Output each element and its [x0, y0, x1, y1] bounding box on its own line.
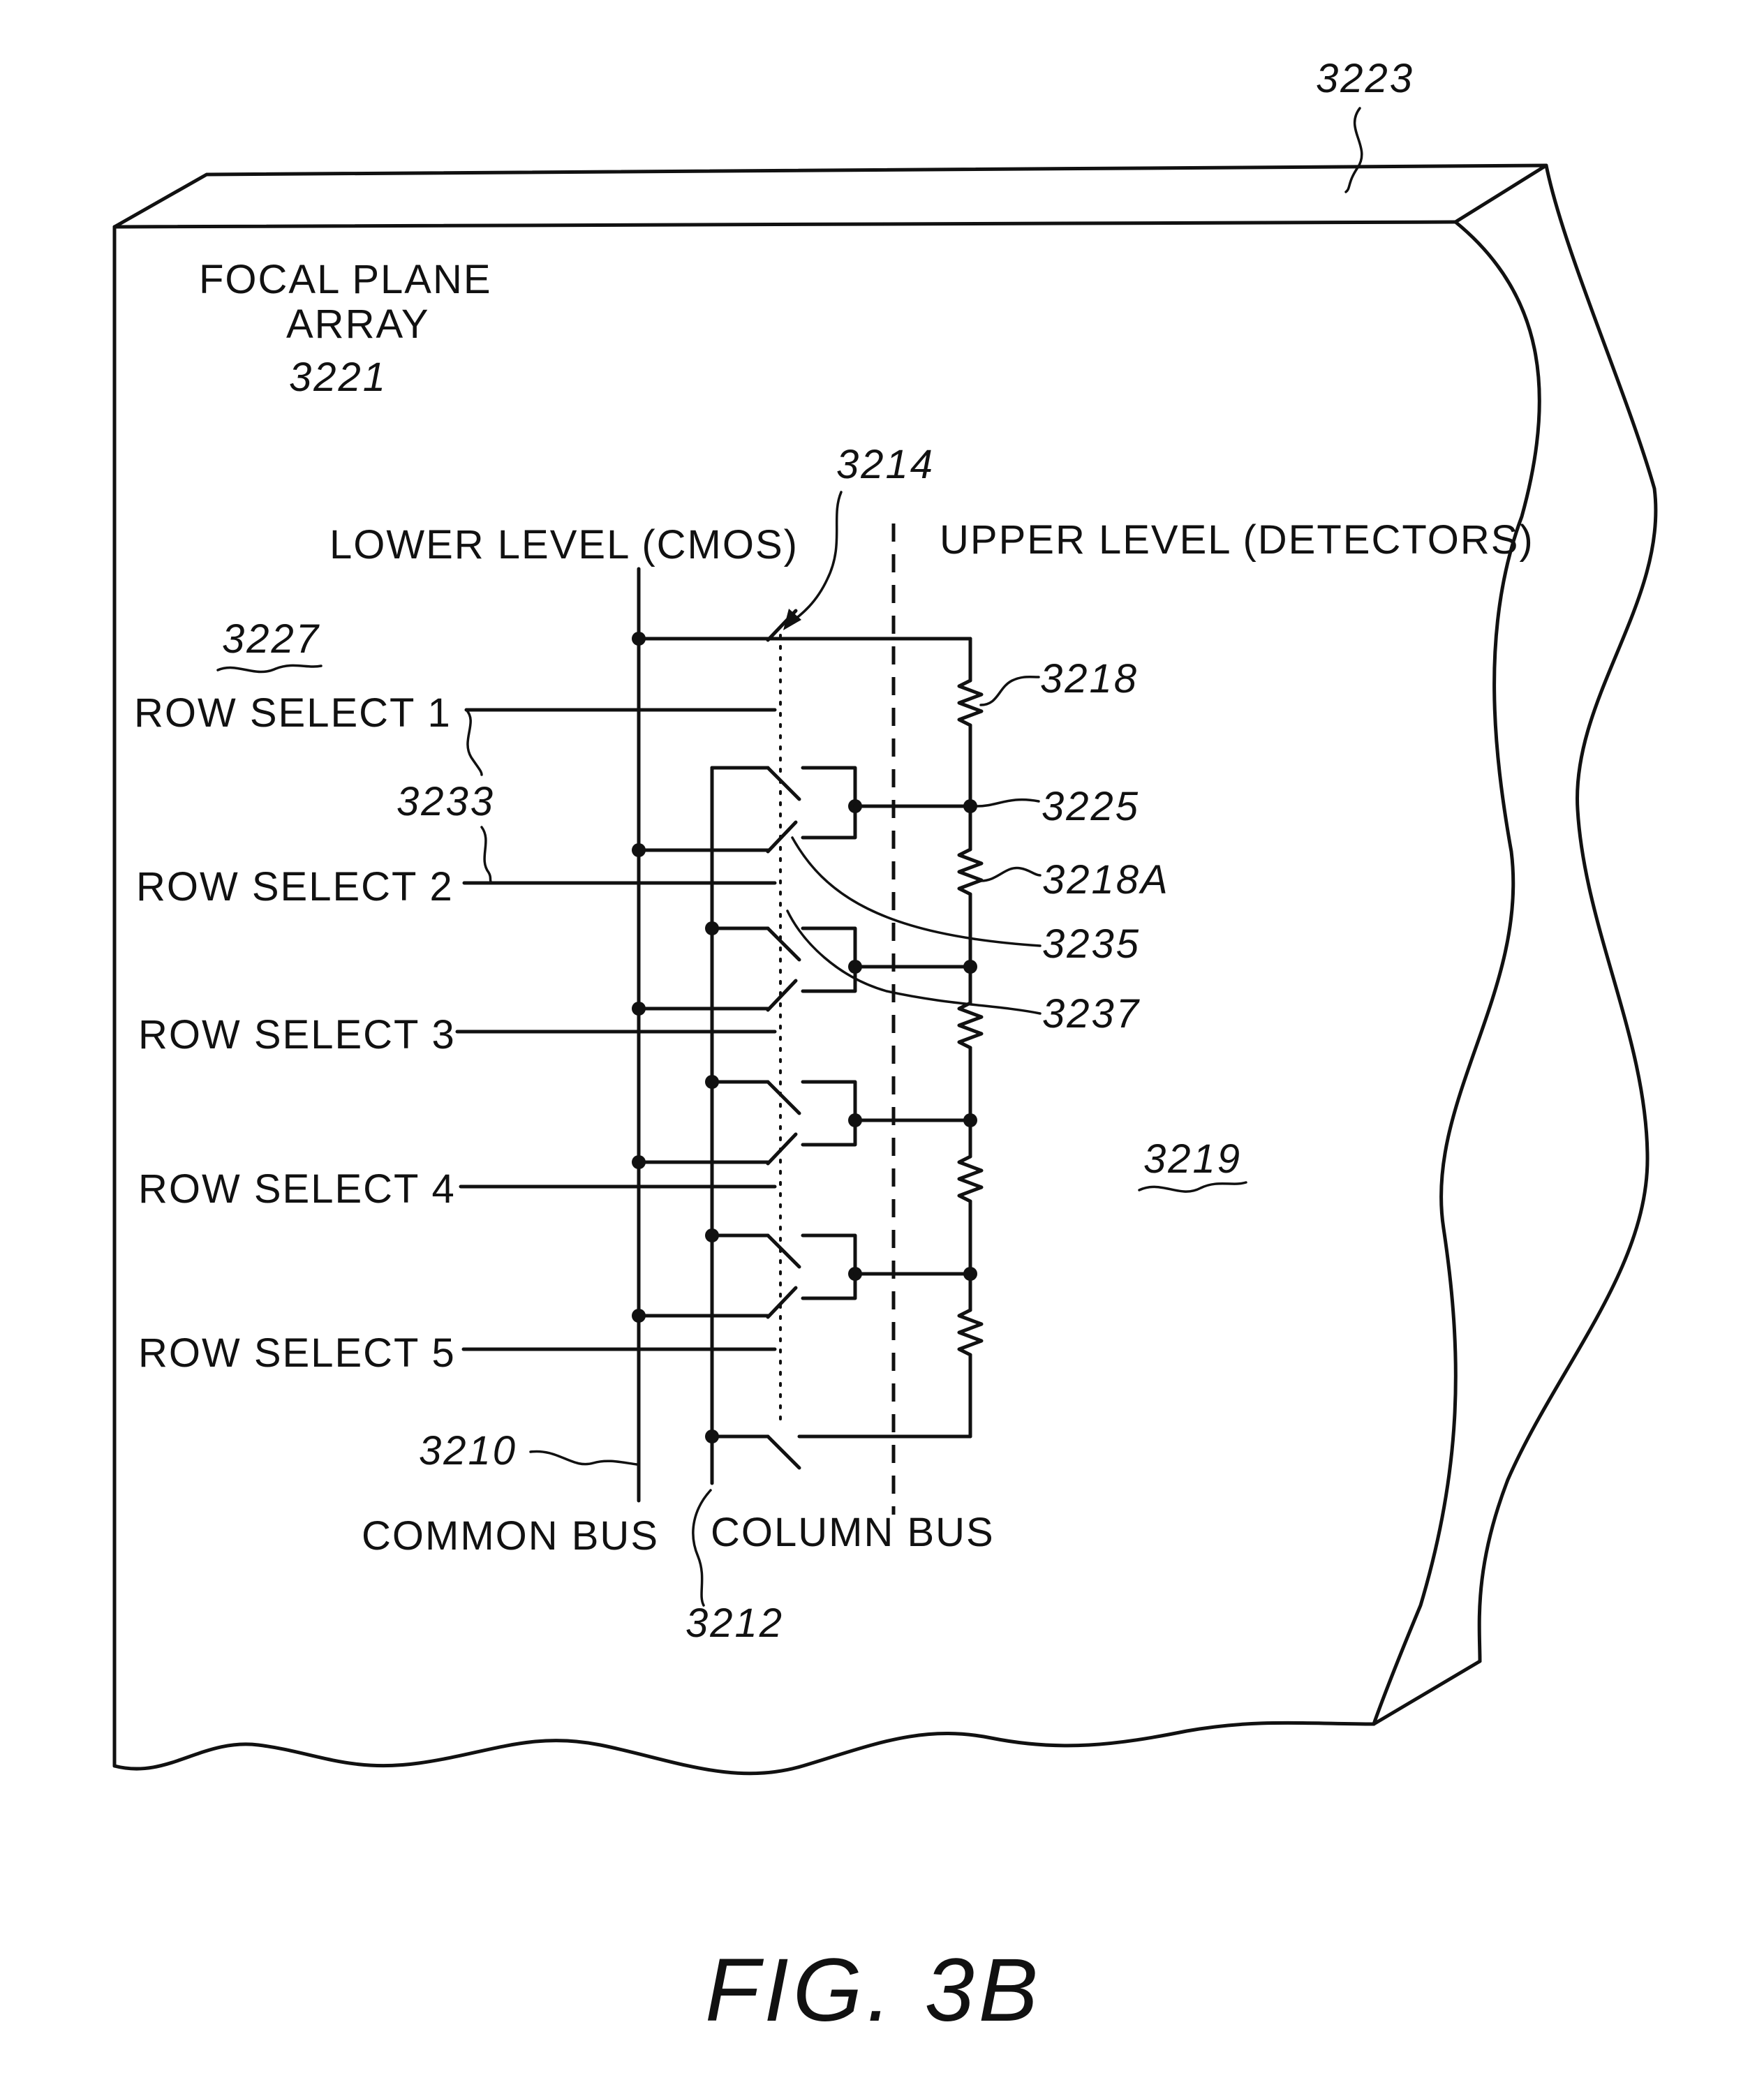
common-bus-label: COMMON BUS	[362, 1513, 659, 1559]
leader-3210	[529, 1450, 638, 1466]
switch-blade	[766, 1080, 801, 1115]
row-select-3-label: ROW SELECT 3	[138, 1012, 456, 1057]
switch-blade	[766, 1286, 798, 1319]
common-bus-junction	[632, 843, 646, 857]
resistor-3218	[957, 678, 984, 727]
resistor-4	[957, 1154, 984, 1203]
leader-3218a	[979, 866, 1042, 882]
ref-3212: 3212	[685, 1600, 784, 1646]
row-select-lines	[455, 708, 777, 1351]
resistor-3	[957, 1001, 984, 1050]
leader-3233-bottom	[480, 826, 494, 884]
ref-3235: 3235	[1042, 921, 1141, 967]
buses	[637, 523, 896, 1515]
common-bus-junction	[632, 632, 646, 646]
switch-output-loop	[801, 926, 857, 993]
ref-3214: 3214	[836, 442, 935, 487]
ref-3210: 3210	[419, 1428, 517, 1473]
arrowhead-3214	[783, 609, 801, 630]
column-bus-label: COLUMN BUS	[711, 1510, 995, 1555]
underline-3219	[1138, 1181, 1247, 1193]
detector-ladder	[776, 637, 984, 1439]
switch-blade	[766, 979, 798, 1012]
focal-plane-array-label-line2: ARRAY	[286, 302, 430, 347]
row-select-2-label: ROW SELECT 2	[136, 864, 454, 909]
row-select-4-label: ROW SELECT 4	[138, 1166, 456, 1212]
leader-3225	[976, 798, 1040, 808]
switch-blade	[766, 1132, 798, 1166]
leader-3218	[979, 675, 1040, 706]
underline-3227	[216, 664, 323, 674]
switch-blade	[766, 766, 801, 801]
leader-3212	[692, 1489, 712, 1607]
switch-array	[632, 609, 862, 1470]
ref-3218a: 3218A	[1042, 857, 1170, 903]
ref-3221: 3221	[289, 355, 387, 400]
switch-blade	[766, 1434, 801, 1470]
leader-3237	[786, 909, 1042, 1015]
ref-3219: 3219	[1143, 1136, 1242, 1182]
focal-plane-block	[112, 163, 1658, 1776]
common-bus-junction	[632, 1155, 646, 1169]
ref-3218: 3218	[1040, 656, 1139, 701]
row-select-1-label: ROW SELECT 1	[134, 690, 452, 736]
leader-3233-top	[465, 708, 483, 776]
resistor-3218a	[957, 847, 984, 896]
switch-blade	[766, 926, 801, 962]
lower-level-label: LOWER LEVEL (CMOS)	[329, 522, 799, 567]
switch-output-loop	[801, 1233, 857, 1300]
leader-3214	[786, 491, 843, 626]
switch-output-loop	[801, 766, 857, 840]
switch-output-loop	[801, 1080, 857, 1147]
switch-blade	[766, 1233, 801, 1269]
figure-caption: FIG. 3B	[705, 1940, 1042, 2040]
common-bus-junction	[632, 1309, 646, 1323]
focal-plane-array-label-line1: FOCAL PLANE	[199, 257, 492, 302]
upper-level-label: UPPER LEVEL (DETECTORS)	[940, 517, 1534, 563]
ref-3227: 3227	[222, 616, 320, 662]
common-bus-junction	[632, 1002, 646, 1016]
leader-3223	[1344, 107, 1363, 193]
leader-3235	[791, 836, 1042, 947]
ref-3237: 3237	[1042, 991, 1141, 1037]
ref-3233: 3233	[396, 779, 495, 824]
ref-3225: 3225	[1042, 784, 1140, 829]
resistor-5	[957, 1308, 984, 1357]
ref-3223: 3223	[1316, 56, 1414, 101]
row-select-5-label: ROW SELECT 5	[138, 1330, 456, 1376]
switch-blade	[766, 820, 798, 854]
